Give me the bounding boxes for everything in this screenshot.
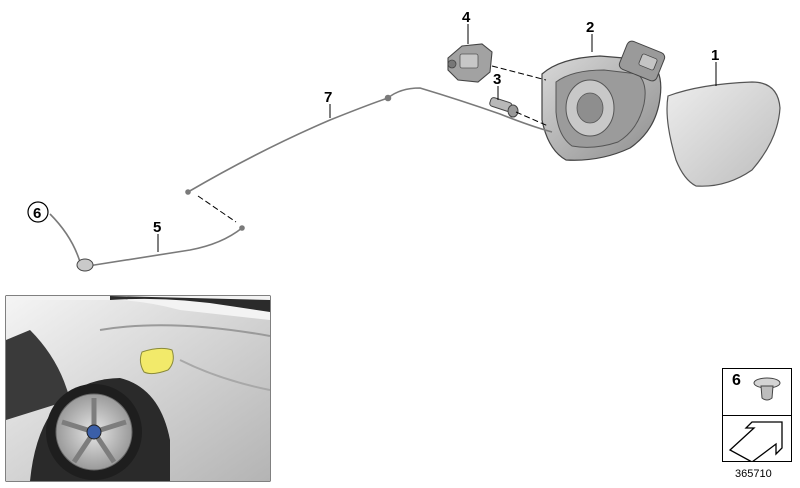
vehicle-location-inset	[5, 295, 271, 482]
fuel-filler-flap-part	[666, 81, 781, 187]
release-cable-lower-part	[49, 213, 245, 267]
assembly-guide-lines	[197, 65, 549, 223]
callout-1: 1	[711, 47, 719, 64]
callout-3: 3	[493, 71, 501, 88]
release-cable-upper-part	[185, 87, 553, 195]
callout-5: 5	[153, 219, 161, 236]
direction-arrow-icon	[728, 421, 783, 462]
callout-2: 2	[586, 19, 594, 36]
part-6-detail-box	[722, 368, 792, 462]
detail-box-part-number: 6	[732, 372, 741, 389]
diagram-id: 365710	[735, 468, 772, 480]
callout-7: 7	[324, 89, 332, 106]
detail-box-divider	[723, 415, 791, 416]
callout-6-circle: 6	[27, 201, 49, 223]
push-rivet-icon	[753, 377, 781, 401]
callout-6: 6	[33, 205, 41, 222]
screw-part	[489, 97, 519, 118]
callout-4: 4	[462, 9, 471, 26]
flap-actuator-part	[447, 43, 493, 83]
highlighted-fuel-flap	[139, 347, 174, 375]
pull-handle-part	[76, 258, 94, 272]
detail-box-graphics	[728, 377, 783, 462]
flap-housing-part	[541, 40, 666, 161]
callout-leaders	[157, 24, 717, 252]
